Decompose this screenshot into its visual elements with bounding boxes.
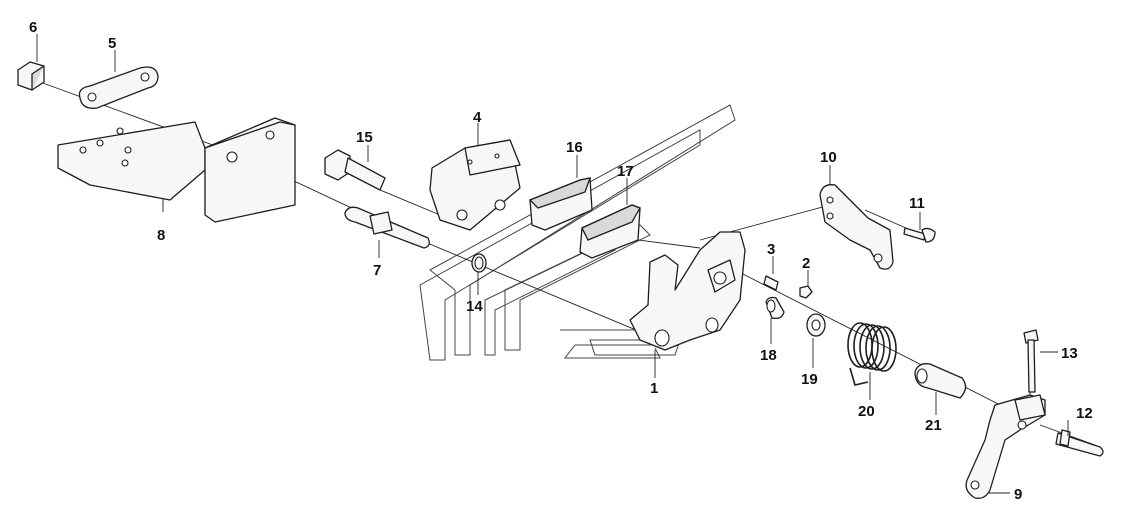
callout-1: 1 — [650, 380, 658, 397]
callout-6: 6 — [29, 19, 37, 36]
pad-17-part — [579, 204, 641, 259]
pad-16-part — [528, 177, 593, 231]
cylinder-part — [914, 363, 967, 399]
bolt-13-part — [1023, 329, 1039, 393]
small-nut-part — [799, 285, 813, 299]
callout-9: 9 — [1014, 486, 1022, 503]
mounting-bracket-part — [57, 117, 296, 223]
bracket-plate-part — [819, 184, 894, 270]
bolt-11-part — [903, 227, 936, 243]
callout-16: 16 — [566, 139, 583, 156]
callout-4: 4 — [473, 109, 482, 126]
callout-2: 2 — [802, 255, 810, 272]
callout-19: 19 — [801, 371, 818, 388]
o-ring-part — [471, 253, 487, 273]
callout-7: 7 — [373, 262, 381, 279]
coil-spring-part — [847, 322, 897, 386]
callout-12: 12 — [1076, 405, 1093, 422]
callout-5: 5 — [108, 35, 116, 52]
pin-12-part — [1055, 429, 1104, 457]
callout-labels: 6 5 8 4 15 16 17 7 14 1 10 11 3 2 18 19 … — [29, 19, 1093, 503]
nut-part — [17, 61, 45, 91]
callout-20: 20 — [858, 403, 875, 420]
lever-arm-part — [965, 394, 1046, 499]
lock-plate-part — [78, 66, 159, 109]
callout-21: 21 — [925, 417, 942, 434]
pin-part — [344, 206, 430, 249]
bolt-part — [324, 149, 386, 191]
set-screw-part — [763, 275, 779, 291]
callout-10: 10 — [820, 149, 837, 166]
housing-part — [629, 231, 746, 351]
callout-11: 11 — [909, 195, 925, 212]
washer-part — [806, 313, 826, 337]
callout-3: 3 — [767, 241, 775, 258]
callout-17: 17 — [617, 163, 634, 180]
callout-13: 13 — [1061, 345, 1078, 362]
bushing-part — [765, 296, 785, 320]
callout-14: 14 — [466, 298, 483, 315]
pad-block-part — [429, 139, 521, 231]
leader-lines — [36, 34, 1069, 494]
callout-15: 15 — [356, 129, 373, 146]
callout-8: 8 — [157, 227, 165, 244]
callout-18: 18 — [760, 347, 777, 364]
